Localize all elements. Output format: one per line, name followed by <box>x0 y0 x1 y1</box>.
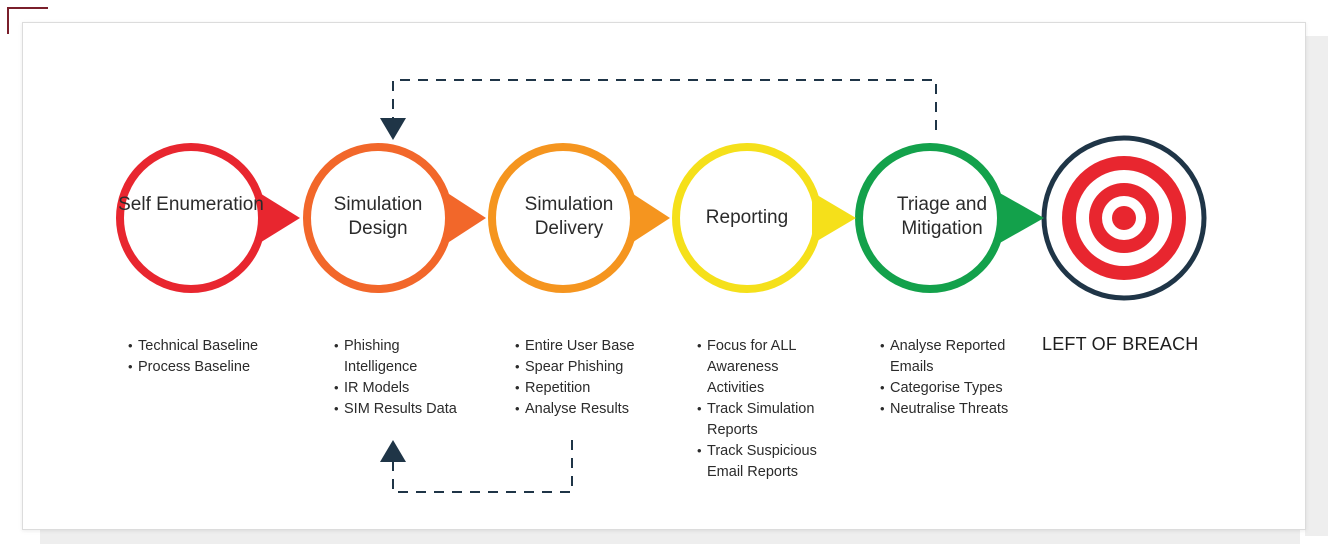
arrow-connector-4 <box>812 192 856 244</box>
list-item: Technical Baseline <box>128 335 288 357</box>
stage-circle-self-enumeration <box>116 143 266 293</box>
list-item: Track Suspicious Email Reports <box>697 440 837 483</box>
feedback-arrow-up <box>380 440 406 462</box>
stage-list-reporting: Focus for ALL Awareness Activities Track… <box>697 335 837 483</box>
stage-label-self-enumeration: Self Enumeration <box>118 194 264 215</box>
stage-list-simulation-design: Phishing Intelligence IR Models SIM Resu… <box>334 335 474 420</box>
list-item: Spear Phishing <box>515 356 665 378</box>
feedback-loop-bottom <box>392 440 573 493</box>
list-item: Process Baseline <box>128 356 288 378</box>
list-item: Track Simulation Reports <box>697 398 837 441</box>
arrow-connector-3 <box>630 192 670 244</box>
stage-list-self-enumeration: Technical Baseline Process Baseline <box>128 335 288 378</box>
arrow-connector-2 <box>446 192 486 244</box>
stage-list-simulation-delivery: Entire User Base Spear Phishing Repetiti… <box>515 335 665 420</box>
stage-label-reporting: Reporting <box>705 207 789 228</box>
stage-list-triage: Analyse Reported Emails Categorise Types… <box>880 335 1030 420</box>
stage-label-triage: Triage and Mitigation <box>896 194 988 239</box>
list-item: Focus for ALL Awareness Activities <box>697 335 837 399</box>
list-item: Analyse Results <box>515 398 665 420</box>
stage-label-simulation-design: Simulation Design <box>333 194 423 239</box>
bullseye-center <box>1112 206 1136 230</box>
list-item: Repetition <box>515 377 665 399</box>
card-shadow <box>1305 36 1328 536</box>
list-item: Entire User Base <box>515 335 665 357</box>
arrow-connector-1 <box>258 192 300 244</box>
feedback-loop-top <box>392 79 937 130</box>
stage-label-simulation-delivery: Simulation Delivery <box>524 194 614 239</box>
feedback-arrow-down <box>380 118 406 140</box>
list-item: Phishing Intelligence <box>334 335 474 378</box>
list-item: Analyse Reported Emails <box>880 335 1030 378</box>
list-item: Categorise Types <box>880 377 1030 399</box>
list-item: Neutralise Threats <box>880 398 1030 420</box>
arrow-connector-5 <box>998 192 1044 244</box>
corner-bracket <box>7 7 48 34</box>
card-shadow <box>40 528 1300 544</box>
target-label: LEFT OF BREACH <box>1042 334 1199 354</box>
list-item: IR Models <box>334 377 474 399</box>
list-item: SIM Results Data <box>334 398 474 420</box>
